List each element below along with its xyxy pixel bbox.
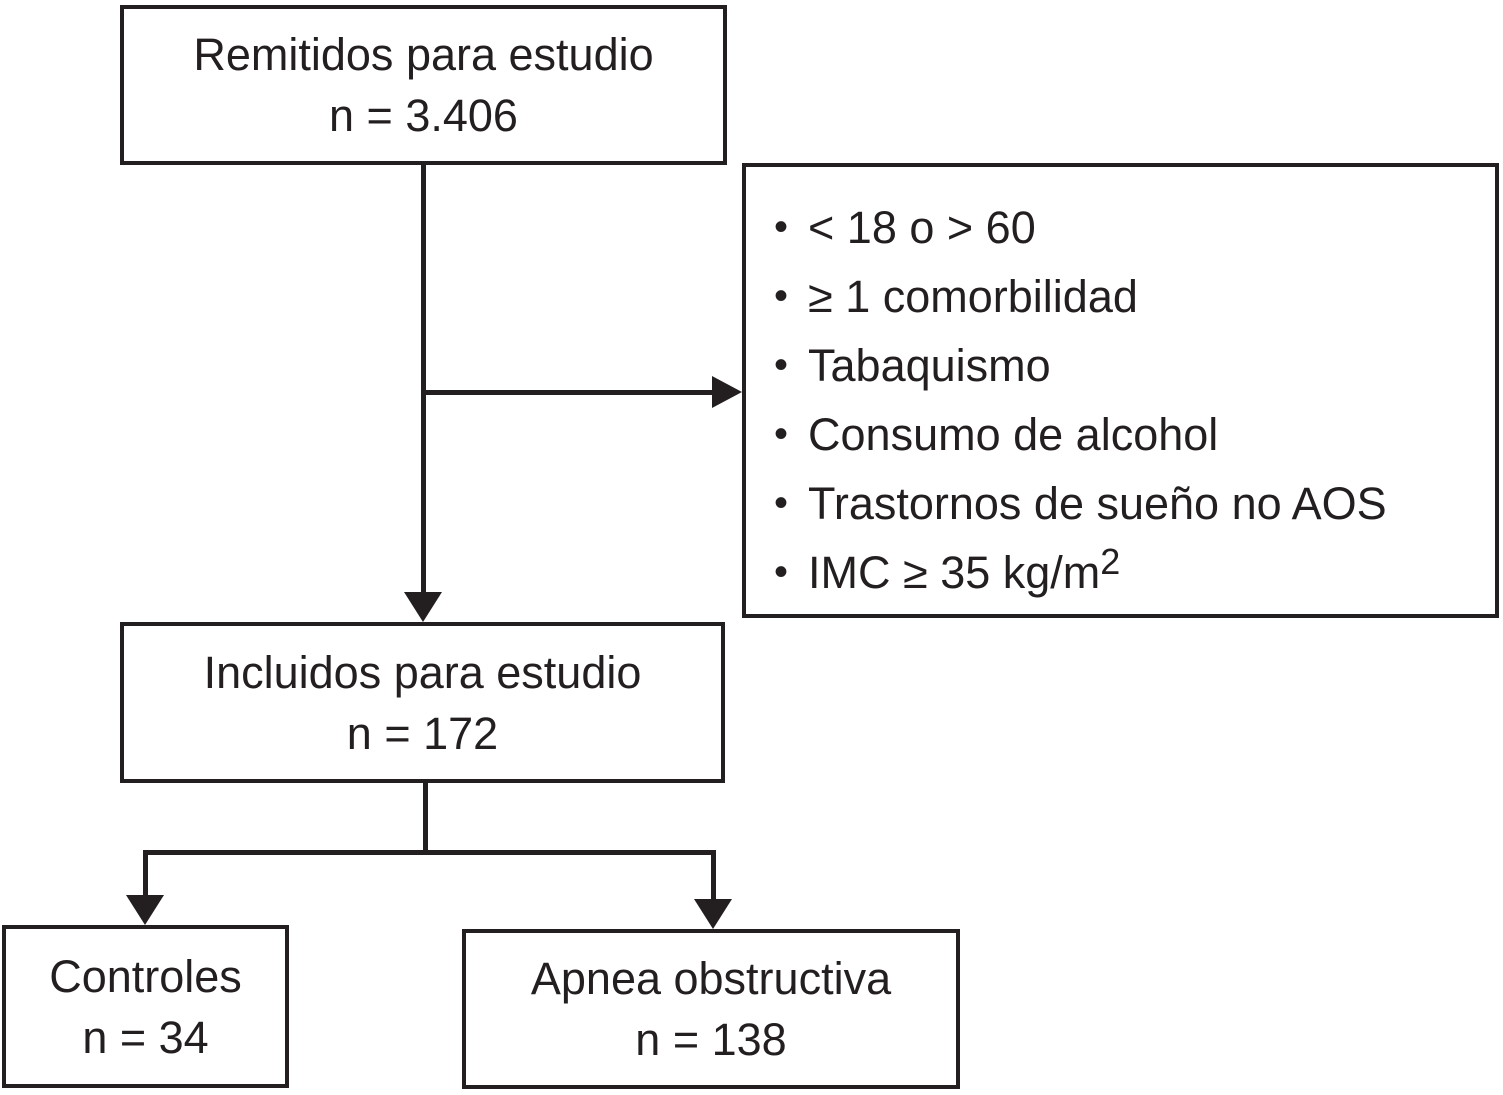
bmi-superscript: 2	[1100, 540, 1121, 582]
bullet-icon: •	[774, 412, 789, 456]
referred-title: Remitidos para estudio	[193, 29, 654, 80]
apnea-count: n = 138	[635, 1014, 787, 1065]
exclusion-item-text: Tabaquismo	[808, 339, 1051, 391]
exclusion-item-bmi: • IMC ≥ 35 kg/m2	[774, 538, 1485, 607]
exclusion-item-text: ≥ 1 comorbilidad	[808, 270, 1138, 322]
bullet-icon: •	[774, 550, 789, 594]
box-apnea-group: Apnea obstructiva n = 138	[462, 929, 960, 1089]
included-count: n = 172	[346, 707, 499, 759]
box-referred-for-study: Remitidos para estudio n = 3.406	[120, 5, 727, 165]
exclusion-item-smoking: • Tabaquismo	[774, 331, 1485, 400]
exclusion-item-age: • < 18 o > 60	[774, 193, 1485, 262]
arrowhead-down-icon	[694, 899, 732, 929]
bullet-icon: •	[774, 481, 789, 525]
bullet-icon: •	[774, 205, 789, 249]
included-title: Incluidos para estudio	[203, 646, 642, 698]
apnea-title: Apnea obstructiva	[530, 953, 892, 1004]
connector-branch-to-exclusion	[421, 390, 713, 395]
bullet-icon: •	[774, 274, 789, 318]
exclusion-item-alcohol: • Consumo de alcohol	[774, 400, 1485, 469]
connector-drop-to-apnea	[711, 850, 716, 900]
exclusion-item-comorbidity: • ≥ 1 comorbilidad	[774, 262, 1485, 331]
arrowhead-right-icon	[712, 376, 742, 408]
exclusion-item-text: Consumo de alcohol	[808, 408, 1219, 460]
arrowhead-down-icon	[126, 895, 164, 925]
connector-referred-to-included	[421, 165, 426, 593]
connector-included-stem	[423, 783, 428, 853]
exclusion-item-text: IMC ≥ 35 kg/m2	[808, 540, 1121, 598]
exclusion-item-sleep-disorders: • Trastornos de sueño no AOS	[774, 469, 1485, 538]
controls-title: Controles	[49, 950, 242, 1002]
arrowhead-down-icon	[404, 592, 442, 622]
exclusion-criteria-list: • < 18 o > 60 • ≥ 1 comorbilidad • Tabaq…	[746, 167, 1495, 607]
bullet-icon: •	[774, 343, 789, 387]
exclusion-item-text: Trastornos de sueño no AOS	[808, 477, 1387, 529]
referred-count: n = 3.406	[329, 90, 518, 141]
connector-split-bar	[145, 850, 716, 855]
box-controls-group: Controles n = 34	[2, 925, 289, 1088]
box-included-for-study: Incluidos para estudio n = 172	[120, 622, 725, 783]
exclusion-item-text: < 18 o > 60	[808, 201, 1036, 253]
box-exclusion-criteria: • < 18 o > 60 • ≥ 1 comorbilidad • Tabaq…	[742, 163, 1499, 618]
connector-drop-to-controls	[143, 850, 148, 896]
controls-count: n = 34	[82, 1011, 209, 1063]
